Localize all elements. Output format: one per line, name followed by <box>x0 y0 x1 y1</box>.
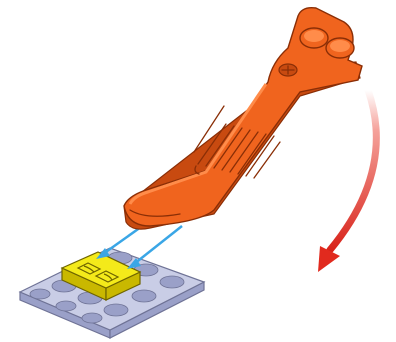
tool-axle-hole-icon <box>279 64 297 76</box>
rotation-arrow <box>318 90 376 272</box>
brick-separator-tool <box>124 8 362 229</box>
rotation-arrow-shaft <box>330 90 376 250</box>
